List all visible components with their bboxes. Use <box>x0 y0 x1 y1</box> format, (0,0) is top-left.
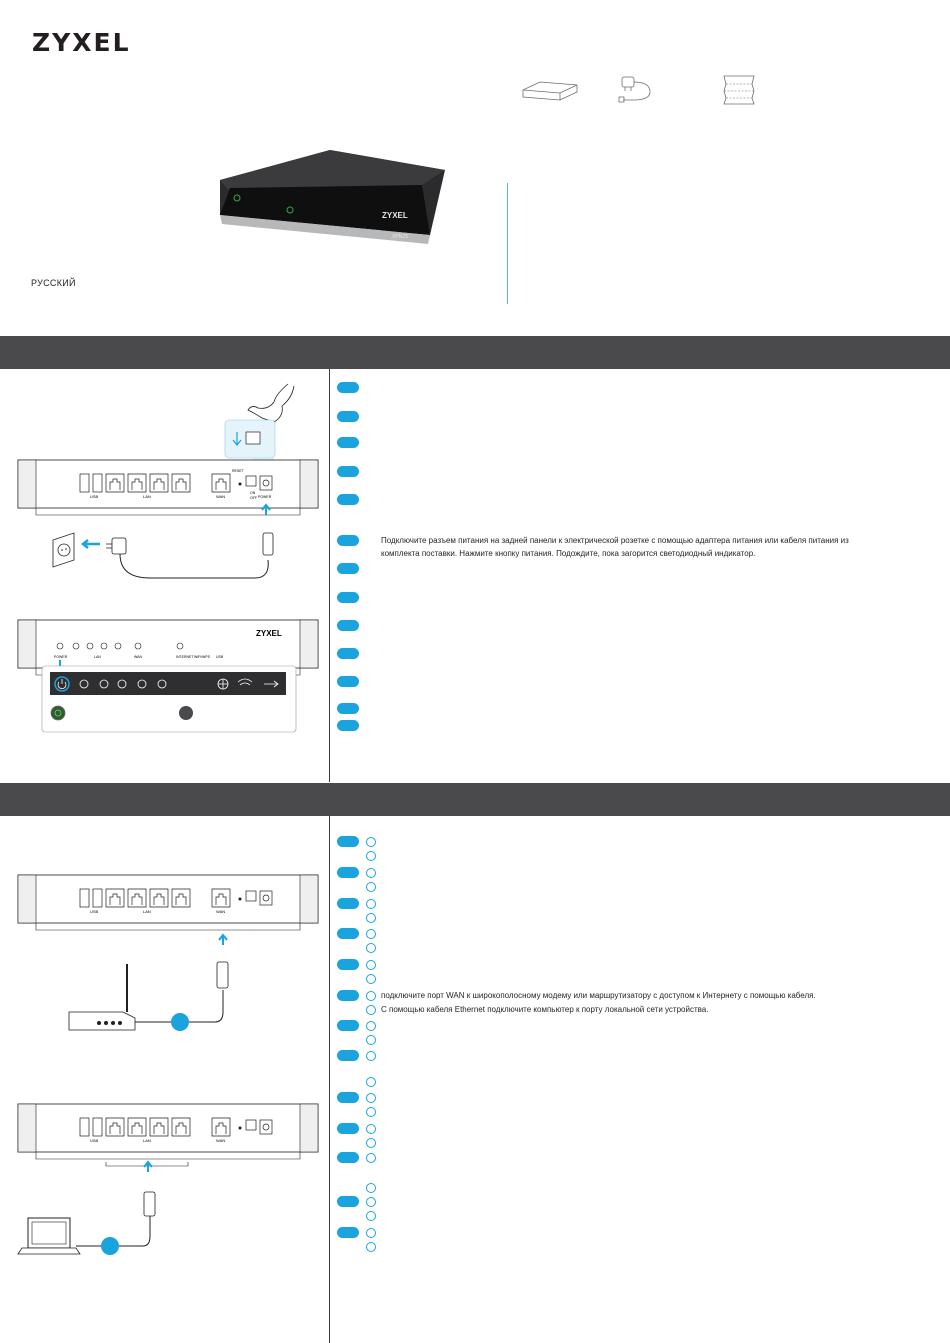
step-ring <box>366 960 376 970</box>
step-pill <box>337 1196 359 1207</box>
step-pill <box>337 959 359 970</box>
step-pill <box>337 494 359 505</box>
step-pill <box>337 836 359 847</box>
svg-text:WAN: WAN <box>134 655 143 659</box>
step-pill <box>337 867 359 878</box>
svg-text:POWER: POWER <box>258 495 272 499</box>
svg-text:ZYXEL: ZYXEL <box>256 629 282 638</box>
svg-text:LAN: LAN <box>143 1138 151 1143</box>
step-pill <box>337 563 359 574</box>
svg-text:OFF: OFF <box>250 496 257 500</box>
device-icon <box>522 81 578 101</box>
svg-text:WAN: WAN <box>216 909 225 914</box>
step-ring <box>366 1242 376 1252</box>
step-pill <box>337 720 359 731</box>
section-banner-1 <box>0 336 950 369</box>
svg-text:LAN: LAN <box>94 655 101 659</box>
step-ring <box>366 899 376 909</box>
step-ring <box>366 913 376 923</box>
step-text-line1: Подключите разъем питания на задней пане… <box>381 536 849 545</box>
step-ring <box>366 1183 376 1193</box>
step-ring <box>366 991 376 1001</box>
wan-step-text: подключите порт WAN к широкополосному мо… <box>381 991 816 1000</box>
svg-text:USB: USB <box>90 909 99 914</box>
section-banner-2 <box>0 783 950 816</box>
svg-text:INTERNET: INTERNET <box>176 655 194 659</box>
step-ring <box>366 1124 376 1134</box>
step-pill <box>337 898 359 909</box>
svg-text:LAN: LAN <box>143 909 151 914</box>
svg-text:LAN: LAN <box>143 494 151 499</box>
step-pill <box>337 1092 359 1103</box>
step-ring <box>366 1197 376 1207</box>
step-ring <box>366 1021 376 1031</box>
step-pill <box>337 535 359 546</box>
step-pill <box>337 676 359 687</box>
svg-text:USB: USB <box>90 1138 99 1143</box>
step-ring <box>366 1211 376 1221</box>
step-pill <box>337 620 359 631</box>
step-ring <box>366 929 376 939</box>
power-adapter-icon <box>618 76 651 103</box>
laptop-icon <box>17 1191 156 1255</box>
step-pill <box>337 703 359 714</box>
wall-outlet-icon <box>52 532 75 568</box>
step-ring <box>366 1035 376 1045</box>
step-ring <box>366 1153 376 1163</box>
svg-text:USB: USB <box>90 494 99 499</box>
step-ring <box>366 882 376 892</box>
step-ring <box>366 868 376 878</box>
step-pill <box>337 1227 359 1238</box>
device-brand: ZYXEL <box>382 211 408 220</box>
product-photo: ZYXEL VPN2S <box>220 150 445 244</box>
step-ring <box>366 1228 376 1238</box>
step-pill <box>337 382 359 393</box>
step-ring <box>366 1093 376 1103</box>
device-model: VPN2S <box>392 234 409 240</box>
cover-divider <box>507 183 508 304</box>
svg-text:USB: USB <box>216 655 224 659</box>
back-panel-2: USB LAN WAN <box>17 874 319 945</box>
svg-text:ON: ON <box>250 491 256 495</box>
step-text-line2: комплекта поставки. Нажмите кнопку питан… <box>381 549 756 558</box>
zyxel-logo: ZYXEL <box>32 28 131 57</box>
svg-text:RESET: RESET <box>232 469 245 473</box>
hand-icon <box>224 383 295 465</box>
modem-icon <box>68 961 229 1031</box>
step-ring <box>366 1107 376 1117</box>
step-pill <box>337 411 359 422</box>
front-panel: ZYXEL POWER LAN WAN INTERNET WiFi/WPS US… <box>17 619 319 733</box>
step-pill <box>337 1020 359 1031</box>
step-ring <box>366 1138 376 1148</box>
svg-text:WiFi/WPS: WiFi/WPS <box>194 655 211 659</box>
documentation-icon <box>723 75 755 105</box>
svg-text:POWER: POWER <box>54 655 68 659</box>
column-divider-1 <box>329 369 330 782</box>
step-pill <box>337 928 359 939</box>
step-pill <box>337 1152 359 1163</box>
step-pill <box>337 592 359 603</box>
step-pill <box>337 437 359 448</box>
step-ring <box>366 1051 376 1061</box>
language-label: РУССКИЙ <box>31 278 76 288</box>
back-panel-1: USB LAN WAN RESET ON OFF POWER <box>17 459 319 516</box>
step-ring <box>366 943 376 953</box>
step-pill <box>337 648 359 659</box>
svg-text:WAN: WAN <box>216 494 225 499</box>
svg-text:WAN: WAN <box>216 1138 225 1143</box>
step-pill <box>337 1050 359 1061</box>
step-ring <box>366 1005 376 1015</box>
lan-step-text: С помощью кабеля Ethernet подключите ком… <box>381 1005 709 1014</box>
step-ring <box>366 974 376 984</box>
column-divider-2 <box>329 816 330 1343</box>
step-pill <box>337 1123 359 1134</box>
step-pill <box>337 990 359 1001</box>
power-plug-icon <box>80 532 274 579</box>
back-panel-3: USB LAN WAN <box>17 1103 319 1172</box>
step-pill <box>337 466 359 477</box>
step-ring <box>366 837 376 847</box>
step-ring <box>366 851 376 861</box>
step-ring <box>366 1077 376 1087</box>
